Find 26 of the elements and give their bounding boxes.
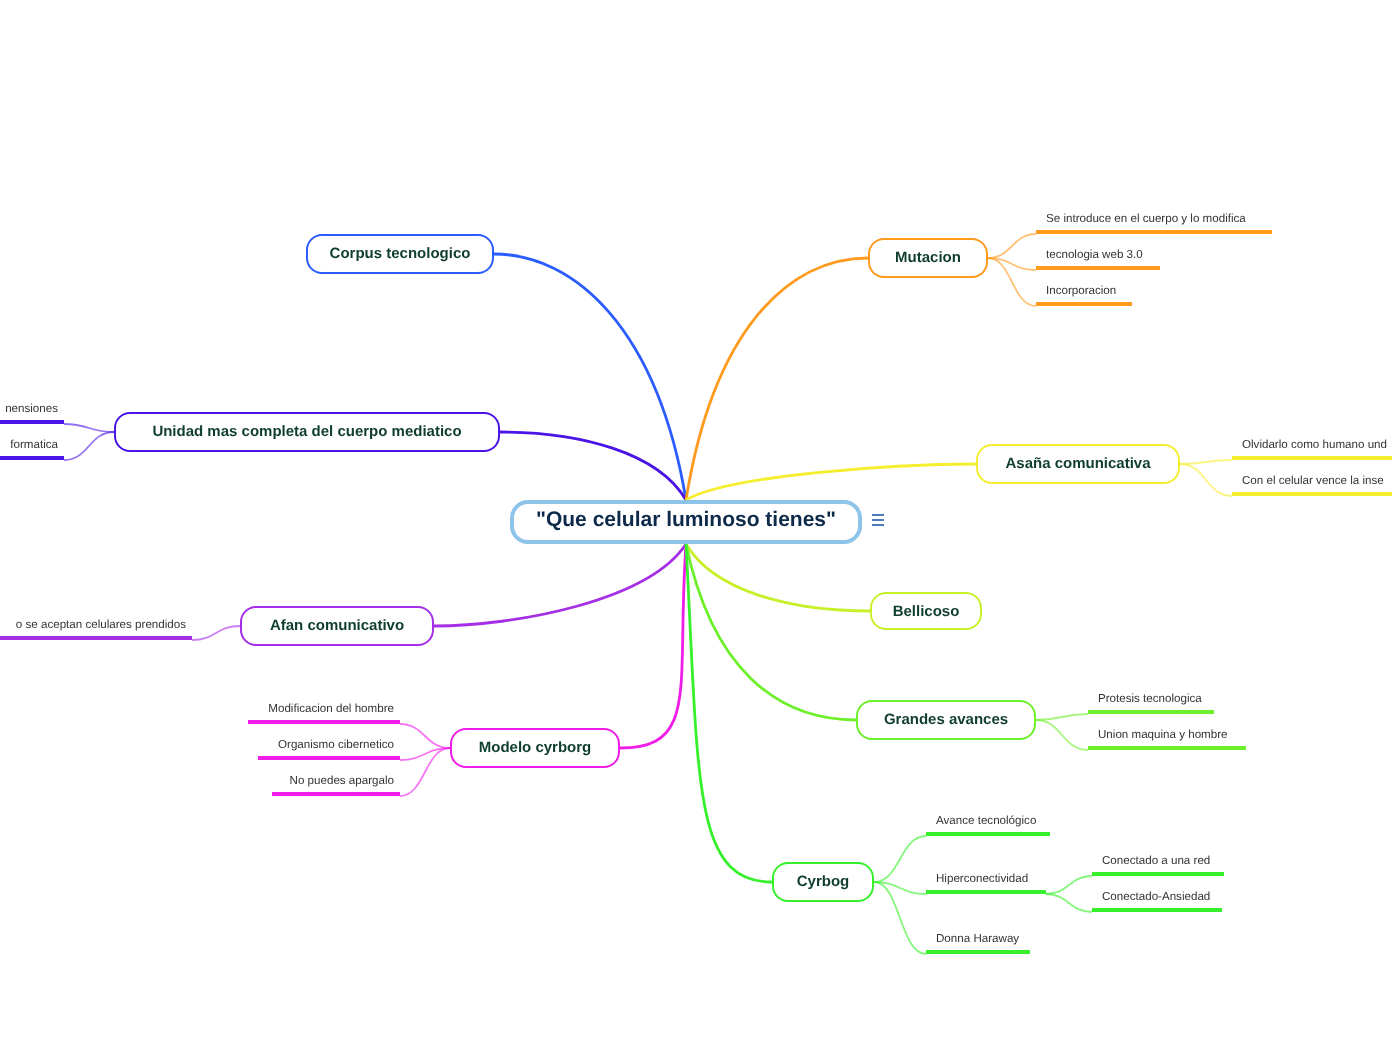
connector-line: [399, 747, 451, 761]
connector-line: [493, 252, 688, 501]
connector-line: [1035, 719, 1089, 751]
connector-line: [685, 462, 976, 502]
connector-line: [873, 835, 927, 883]
connector-line: [619, 543, 688, 750]
connector-line: [684, 543, 871, 613]
connector-line: [873, 881, 927, 955]
connector-line: [433, 543, 688, 628]
connector-line: [684, 256, 869, 501]
connector-line: [684, 543, 773, 884]
central-topic: "Que celular luminoso tienes": [510, 500, 862, 544]
connector-line: [191, 625, 241, 641]
connector-line: [684, 543, 857, 722]
connector-line: [1179, 459, 1233, 465]
connector-line: [1035, 713, 1089, 721]
connector-line: [1045, 875, 1093, 895]
connector-line: [399, 747, 451, 797]
connector-line: [987, 257, 1037, 307]
connector-line: [499, 430, 688, 501]
connector-line: [1179, 463, 1233, 497]
connector-line: [63, 431, 115, 461]
connector-line: [63, 423, 115, 433]
connector-line: [873, 881, 927, 895]
connector-line: [1045, 893, 1093, 913]
connector-line: [987, 257, 1037, 271]
